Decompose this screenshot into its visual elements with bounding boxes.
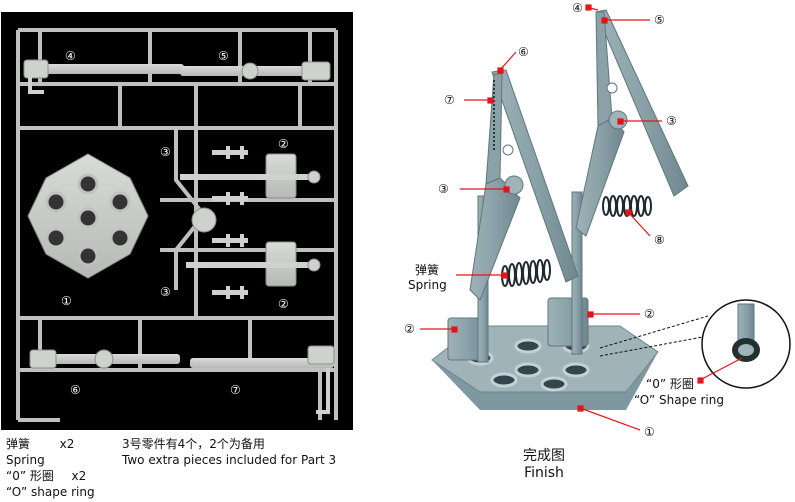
assembly-callouts: ④ ⑤ ⑥ ⑦ ③ ③ ⑧ ② ② ① xyxy=(404,1,677,439)
callout-5: ⑤ xyxy=(654,13,665,27)
part-1-base xyxy=(27,153,149,279)
ring-label-en: “O” Shape ring xyxy=(634,393,724,407)
part-6-arm xyxy=(29,349,180,369)
finish-caption: 完成图 Finish xyxy=(496,448,592,482)
callout-6: ⑥ xyxy=(518,45,529,59)
o-ring-detail xyxy=(599,299,791,389)
leader-lines xyxy=(420,4,743,431)
part-5-arm xyxy=(180,61,331,81)
note-spring-cn: 弹簧 xyxy=(6,437,31,451)
sprue-hub xyxy=(191,207,217,233)
callout-7: ⑦ xyxy=(444,93,455,107)
ring-label-cn: “0” 形圈 xyxy=(646,377,694,391)
sprue-labels: ④ ⑤ ③ ② ③ ① ② ⑥ ⑦ xyxy=(61,49,289,397)
note-extra-parts: 3号零件有4个，2个为备用 Two extra pieces included … xyxy=(122,436,336,468)
sprue-label-7: ⑦ xyxy=(230,383,241,397)
sprue-label-2a: ② xyxy=(278,137,289,151)
part-4-arm xyxy=(23,59,184,94)
spring-label-cn: 弹簧 xyxy=(415,262,439,277)
callout-4: ④ xyxy=(572,1,583,15)
sprue-label-4: ④ xyxy=(65,49,76,63)
note-extra-en: Two extra pieces included for Part 3 xyxy=(122,453,337,467)
sprue-label-5: ⑤ xyxy=(218,49,229,63)
sprue-label-1: ① xyxy=(61,294,72,308)
right-clip xyxy=(575,9,689,237)
spring-label-en: Spring xyxy=(408,278,447,292)
note-ring-en: “O” shape ring xyxy=(6,485,95,499)
assembly-text-labels: 弹簧 Spring “0” 形圈 “O” Shape ring xyxy=(408,262,724,407)
part-2-plate-bottom xyxy=(186,241,321,287)
callout-8: ⑧ xyxy=(654,233,665,247)
note-ring-cn: “0” 形圈 xyxy=(6,469,54,483)
part-2-plate-top xyxy=(180,153,321,199)
sprue-panel: ④ ⑤ ③ ② ③ ① ② ⑥ ⑦ xyxy=(1,12,353,430)
callout-1: ① xyxy=(644,425,655,439)
callout-3-right: ③ xyxy=(666,114,677,128)
sprue-label-3b: ③ xyxy=(160,285,171,299)
note-spring-qty: x2 xyxy=(59,437,75,451)
assembly-illustration: ④ ⑤ ⑥ ⑦ ③ ③ ⑧ ② ② ① 弹簧 Spring “0” 形圈 “O”… xyxy=(404,1,791,439)
note-spring-en: Spring xyxy=(6,453,45,467)
sprue-label-6: ⑥ xyxy=(70,383,81,397)
part-7-arm xyxy=(190,345,335,414)
spring-left xyxy=(501,259,551,287)
part-3-pins xyxy=(212,146,248,299)
note-spring: 弹簧 x2 Spring “0” 形圈 x2 “O” shape ring xyxy=(6,436,95,500)
note-ring-qty: x2 xyxy=(71,469,87,483)
callout-2-left: ② xyxy=(404,322,415,336)
callout-2-right: ② xyxy=(644,307,655,321)
spring-right xyxy=(602,195,652,217)
sprue-label-2b: ② xyxy=(278,297,289,311)
left-clip xyxy=(469,69,579,301)
note-extra-cn: 3号零件有4个，2个为备用 xyxy=(122,437,265,451)
callout-3-left: ③ xyxy=(438,182,449,196)
finish-en: Finish xyxy=(524,465,564,481)
finish-cn: 完成图 xyxy=(523,448,565,464)
sprue-label-3a: ③ xyxy=(160,145,171,159)
sprue-frame xyxy=(16,28,338,422)
